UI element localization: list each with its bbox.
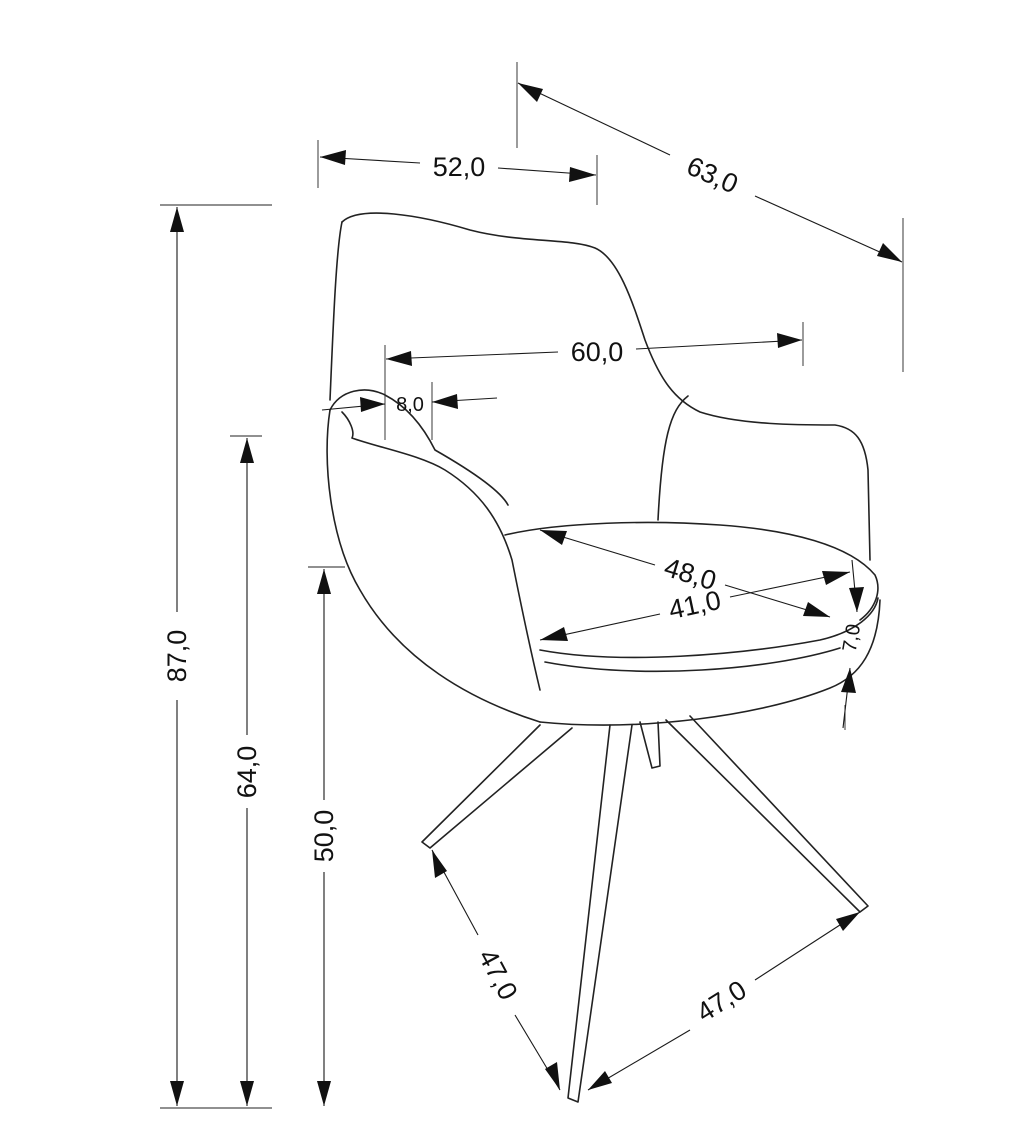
seat-front-edge bbox=[539, 597, 879, 659]
right-arm-seam bbox=[657, 395, 689, 521]
dim-seat-width-label: 41,0 bbox=[666, 585, 724, 625]
dim-width-label: 52,0 bbox=[433, 152, 486, 182]
extension-lines bbox=[160, 62, 904, 1109]
seat-front-lower bbox=[544, 647, 841, 673]
leg-front-center bbox=[567, 724, 633, 1103]
left-armrest-outer bbox=[326, 409, 541, 723]
seat-base bbox=[539, 599, 881, 726]
leg-back-center bbox=[639, 721, 661, 769]
arrowheads bbox=[170, 83, 902, 1106]
backrest-outline bbox=[341, 212, 871, 561]
dimension-lines bbox=[176, 82, 903, 1106]
left-armrest-rim bbox=[341, 411, 541, 691]
dim-height-total-label: 87,0 bbox=[162, 630, 192, 683]
dim-depth-label: 63,0 bbox=[682, 151, 742, 200]
dim-inner-width-label: 60,0 bbox=[571, 337, 624, 367]
dim-leg-span-left-label: 47,0 bbox=[472, 944, 523, 1004]
dim-seat-height-label: 50,0 bbox=[309, 810, 339, 863]
dim-armrest-height-label: 64,0 bbox=[232, 746, 262, 799]
leg-back-right bbox=[665, 715, 869, 913]
seat-top bbox=[504, 521, 879, 621]
leg-front-left bbox=[421, 724, 573, 849]
backrest-left-edge bbox=[329, 221, 343, 401]
dim-cushion-thickness-label: 7,0 bbox=[839, 622, 865, 653]
dim-armrest-width-label: 8,0 bbox=[396, 394, 424, 416]
dim-leg-span-right-label: 47,0 bbox=[691, 975, 751, 1028]
chair-outline bbox=[326, 212, 881, 1103]
dimension-labels: 52,0 63,0 87,0 64,0 50,0 60,0 8,0 48,0 4… bbox=[162, 151, 865, 1028]
left-armrest-top bbox=[329, 389, 509, 506]
